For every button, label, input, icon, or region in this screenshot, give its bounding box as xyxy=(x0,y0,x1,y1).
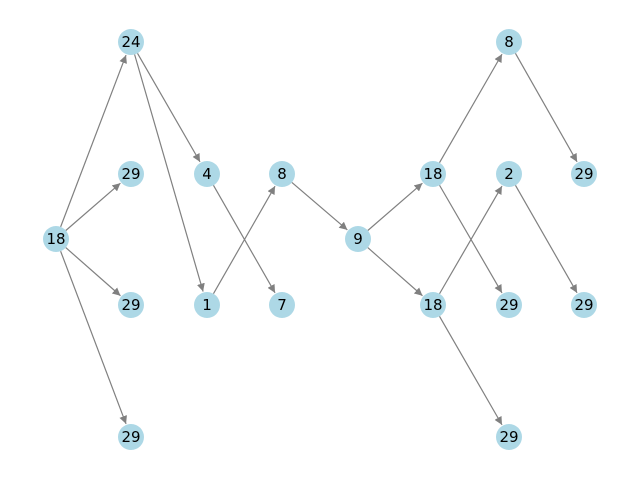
edge-arrow xyxy=(65,247,121,297)
graph-node: 9 xyxy=(345,226,371,252)
node-circle xyxy=(571,161,597,187)
node-circle xyxy=(420,161,446,187)
graph-node: 18 xyxy=(43,226,69,252)
node-label: 8 xyxy=(504,33,514,51)
node-label: 29 xyxy=(499,296,518,314)
node-label: 18 xyxy=(423,165,442,183)
node-label: 9 xyxy=(353,230,363,248)
node-circle xyxy=(43,226,69,252)
node-circle xyxy=(496,424,522,450)
node-circle xyxy=(571,292,597,318)
node-circle xyxy=(118,161,144,187)
graph-node: 4 xyxy=(194,161,220,187)
graph-node: 8 xyxy=(496,29,522,55)
node-circle xyxy=(345,226,371,252)
edges-layer xyxy=(60,52,578,426)
edge-arrow xyxy=(134,54,205,292)
node-label: 29 xyxy=(574,165,593,183)
graph-node: 29 xyxy=(571,292,597,318)
node-label: 29 xyxy=(121,428,140,446)
edge-arrow xyxy=(136,52,201,163)
graph-node: 29 xyxy=(118,161,144,187)
edge-arrow xyxy=(439,185,503,295)
graph-node: 29 xyxy=(496,424,522,450)
edge-arrow xyxy=(438,315,503,426)
node-label: 1 xyxy=(202,296,212,314)
node-circle xyxy=(496,29,522,55)
node-circle xyxy=(118,424,144,450)
node-label: 29 xyxy=(121,296,140,314)
node-circle xyxy=(194,292,220,318)
graph-node: 29 xyxy=(496,292,522,318)
edge-arrow xyxy=(514,184,578,294)
edge-arrow xyxy=(367,182,423,231)
edge-arrow xyxy=(291,181,348,231)
edge-arrow xyxy=(438,53,503,164)
edge-arrow xyxy=(65,182,121,231)
edge-arrow xyxy=(212,185,276,295)
graph-node: 18 xyxy=(420,161,446,187)
graph-node: 29 xyxy=(571,161,597,187)
node-circle xyxy=(269,161,295,187)
node-circle xyxy=(118,292,144,318)
node-label: 18 xyxy=(46,230,65,248)
node-label: 29 xyxy=(499,428,518,446)
node-label: 8 xyxy=(277,165,287,183)
node-circle xyxy=(118,29,144,55)
node-label: 29 xyxy=(121,165,140,183)
graph-node: 2 xyxy=(496,161,522,187)
node-label: 7 xyxy=(277,296,287,314)
graph-node: 1 xyxy=(194,292,220,318)
node-label: 18 xyxy=(423,296,442,314)
node-label: 24 xyxy=(121,33,140,51)
graph-node: 29 xyxy=(118,424,144,450)
node-label: 4 xyxy=(202,165,212,183)
edge-arrow xyxy=(514,53,578,163)
edge-arrow xyxy=(367,247,423,297)
graph-node: 24 xyxy=(118,29,144,55)
graph-node: 7 xyxy=(269,292,295,318)
graph-node: 18 xyxy=(420,292,446,318)
node-circle xyxy=(194,161,220,187)
graph-node: 8 xyxy=(269,161,295,187)
node-circle xyxy=(420,292,446,318)
node-circle xyxy=(496,161,522,187)
node-label: 2 xyxy=(504,165,514,183)
node-circle xyxy=(269,292,295,318)
node-circle xyxy=(496,292,522,318)
edge-arrow xyxy=(60,54,127,228)
node-label: 29 xyxy=(574,296,593,314)
graph-node: 29 xyxy=(118,292,144,318)
edge-arrow xyxy=(60,250,127,425)
